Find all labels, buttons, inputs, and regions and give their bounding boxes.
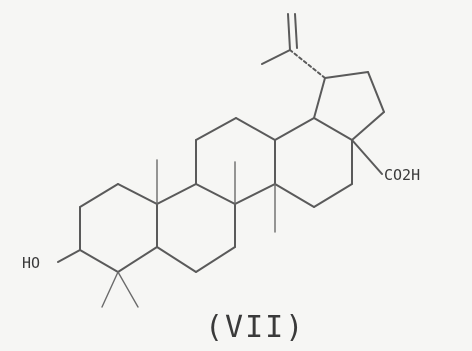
hydroxyl-bond: [57, 249, 81, 263]
ring-b: [156, 183, 236, 273]
compound-label: (VII): [205, 310, 305, 345]
carboxyl-label: CO2H: [384, 166, 420, 184]
ring-d: [274, 117, 353, 208]
ring-a: [79, 183, 158, 273]
hydroxyl-label: HO: [22, 254, 40, 272]
methyl-groups: [101, 159, 276, 308]
isopropenyl-group: [261, 13, 326, 79]
carboxyl-bond: [351, 139, 383, 175]
ring-c: [195, 117, 276, 205]
ring-e: [313, 71, 385, 141]
